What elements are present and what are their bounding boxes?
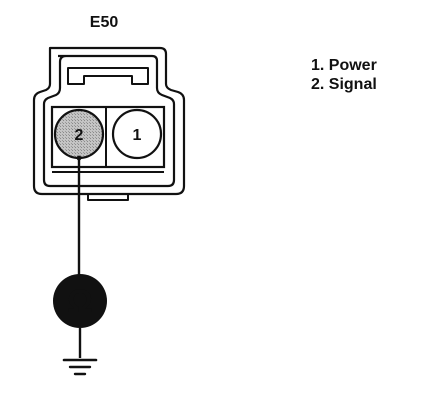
pin-1-number: 1 [133, 127, 142, 144]
pin-legend: 1. Power 2. Signal [311, 56, 377, 94]
legend-item-power: 1. Power [311, 57, 377, 74]
probe-contact [76, 155, 82, 161]
pin-2-number: 2 [75, 127, 84, 144]
pin-2: 2 [53, 108, 105, 160]
pin-1: 1 [111, 108, 163, 160]
connector-housing [32, 46, 186, 201]
pin-cavity-block [50, 105, 166, 173]
connector-id-label: E50 [90, 14, 119, 31]
ohmmeter-icon: Ω [53, 274, 107, 328]
ground-icon [62, 358, 98, 376]
ohm-symbol: Ω [67, 283, 93, 319]
legend-item-signal: 2. Signal [311, 76, 377, 93]
